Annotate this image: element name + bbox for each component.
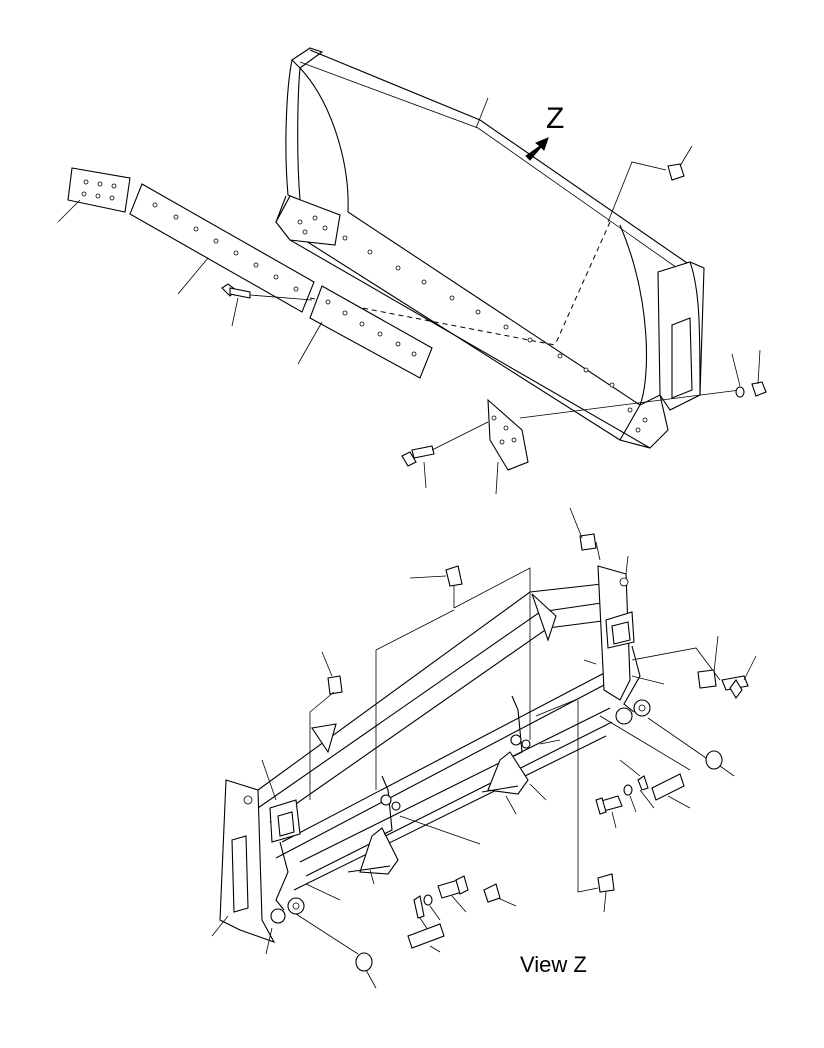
plow-bolt-upper — [221, 283, 313, 327]
right-end-bit — [487, 389, 741, 495]
view-z-caption: View Z — [520, 952, 587, 977]
frame-leaders — [211, 659, 597, 955]
blade-assembly — [275, 47, 705, 449]
cutting-edge-left — [129, 183, 315, 313]
grease-fitting-lower-right — [535, 697, 615, 913]
pin-set-left — [407, 875, 517, 953]
cap-left — [295, 913, 377, 989]
frame-right-plate-leader — [625, 555, 721, 689]
frame-assembly-view-z — [219, 565, 651, 943]
bolt-right-side — [721, 655, 757, 699]
plow-bolt-lower — [401, 421, 489, 489]
grease-fitting-top — [375, 565, 531, 790]
grease-fitting-left — [309, 651, 343, 800]
nut-top-right — [667, 145, 693, 181]
cutting-edge-bolt-holes — [297, 215, 648, 433]
cap-right — [647, 717, 735, 777]
view-z-arrow — [525, 137, 549, 161]
nut-washer-right — [731, 349, 767, 398]
left-end-bit — [57, 167, 131, 223]
view-z-letter: Z — [546, 102, 565, 135]
cutting-edge-center — [297, 285, 433, 379]
pin-set-right — [595, 715, 691, 829]
grease-fitting-right-top — [569, 507, 601, 561]
